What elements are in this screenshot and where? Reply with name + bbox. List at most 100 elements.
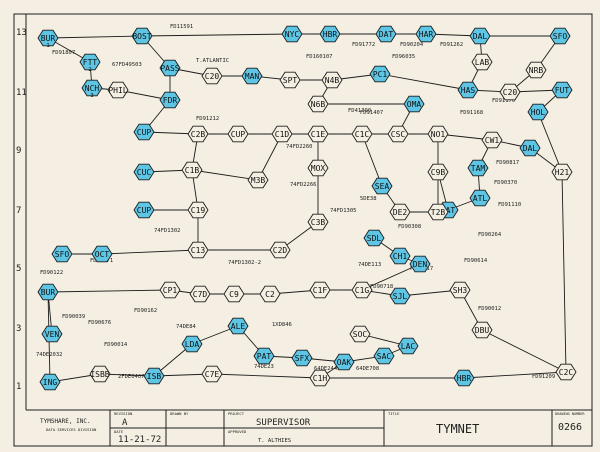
node-cw1[interactable]: CW1 [481, 131, 503, 149]
node-no1[interactable]: NO1 [427, 125, 449, 143]
node-sac[interactable]: SAC [373, 347, 395, 365]
node-oma[interactable]: OMA [403, 95, 425, 113]
node-ven[interactable]: VEN [41, 325, 63, 343]
node-label: MAN [245, 72, 260, 81]
node-c1g[interactable]: C1G [351, 281, 373, 299]
node-sfo[interactable]: SFO [549, 27, 571, 45]
node-bost[interactable]: BOST [131, 27, 153, 45]
node-pc1[interactable]: PC1 [369, 65, 391, 83]
node-cup3[interactable]: CUP [133, 201, 155, 219]
node-hexagon [389, 203, 411, 221]
node-oak[interactable]: OAK [333, 353, 355, 371]
node-cp1[interactable]: CP1 [159, 281, 181, 299]
node-t2b[interactable]: T2B [427, 203, 449, 221]
row-number: 11 [16, 88, 27, 98]
node-mox[interactable]: MOX [307, 159, 329, 177]
node-cup2[interactable]: CUP [227, 125, 249, 143]
node-c1h[interactable]: C1H [309, 369, 331, 387]
node-c19[interactable]: C19 [187, 201, 209, 219]
node-h21[interactable]: H21 [551, 163, 573, 181]
node-fut[interactable]: FUT [551, 81, 573, 99]
node-m3b[interactable]: M3B [247, 171, 269, 189]
node-sh3[interactable]: SH3 [449, 281, 471, 299]
link-label: FD90014 [104, 342, 128, 348]
node-c7d[interactable]: C7D [189, 285, 211, 303]
node-hexagon [159, 59, 181, 77]
node-hexagon [37, 283, 59, 301]
node-c9b[interactable]: C9B [427, 163, 449, 181]
node-man[interactable]: MAN [241, 67, 263, 85]
node-lac[interactable]: LAC [397, 337, 419, 355]
node-c1f[interactable]: C1F [309, 281, 331, 299]
node-ale[interactable]: ALE [227, 317, 249, 335]
node-label: HBR [323, 30, 338, 39]
node-dbu[interactable]: DBU [471, 321, 493, 339]
node-label: N4B [325, 76, 340, 85]
node-c9[interactable]: C9 [223, 285, 245, 303]
node-bur2[interactable]: BUR [37, 283, 59, 301]
node-n6b[interactable]: N6B [307, 95, 329, 113]
node-c3b[interactable]: C3B [307, 213, 329, 231]
node-sdl[interactable]: SDL [363, 229, 385, 247]
node-c1b[interactable]: C1B [181, 161, 203, 179]
link-label: 74DE2032 [36, 352, 63, 358]
node-har[interactable]: HAR [415, 25, 437, 43]
node-atl[interactable]: ATL [469, 189, 491, 207]
node-c2[interactable]: C2 [259, 285, 281, 303]
node-c2b[interactable]: C2B [187, 125, 209, 143]
node-ing[interactable]: ING [39, 373, 61, 391]
node-c1d[interactable]: C1D [271, 125, 293, 143]
node-spt[interactable]: SPT [279, 71, 301, 89]
node-c2d[interactable]: C2D [269, 241, 291, 259]
node-sfo2[interactable]: SFO [51, 245, 73, 263]
node-has[interactable]: HAS [457, 81, 479, 99]
node-isbb[interactable]: ISBB [89, 365, 111, 383]
node-c2c[interactable]: C2C [555, 363, 577, 381]
node-hbr2[interactable]: HBR [453, 369, 475, 387]
node-oct[interactable]: OCT [91, 245, 113, 263]
node-pat[interactable]: PAT [253, 347, 275, 365]
node-de2[interactable]: DE2 [389, 203, 411, 221]
node-hexagon [403, 95, 425, 113]
node-ch1[interactable]: CH1 [389, 247, 411, 265]
link-sea-c1c [361, 133, 383, 187]
node-dal[interactable]: DAL [469, 27, 491, 45]
node-sfx[interactable]: SFX [291, 349, 313, 367]
node-nyc[interactable]: NYC [281, 25, 303, 43]
node-sjl[interactable]: SJL [389, 287, 411, 305]
node-den[interactable]: DEN [409, 255, 431, 273]
node-c1e[interactable]: C1E [307, 125, 329, 143]
node-cup[interactable]: CUP [133, 123, 155, 141]
node-soc[interactable]: SOC [349, 325, 371, 343]
node-hbr[interactable]: HBR [319, 25, 341, 43]
node-phil[interactable]: PHIL [107, 81, 129, 99]
node-n4b[interactable]: N4B [321, 71, 343, 89]
title-block: TYMSHARE, INC. DATA SERVICES DIVISION RE… [26, 409, 592, 446]
node-tam[interactable]: TAM [467, 159, 489, 177]
node-dal2[interactable]: DAL [519, 139, 541, 157]
node-isb[interactable]: ISB [143, 367, 165, 385]
node-lab[interactable]: LAB [471, 53, 493, 71]
node-cuc[interactable]: CUC [133, 163, 155, 181]
node-dat[interactable]: DAT [375, 25, 397, 43]
node-csc[interactable]: CSC [387, 125, 409, 143]
node-sea[interactable]: SEA [371, 177, 393, 195]
node-hol[interactable]: HOL [527, 103, 549, 121]
link-label: FD91407 [360, 110, 383, 116]
node-c7e[interactable]: C7E [201, 365, 223, 383]
node-nrb[interactable]: NRB [525, 61, 547, 79]
node-fdr[interactable]: FDR [159, 91, 181, 109]
node-c20[interactable]: C20 [201, 67, 223, 85]
node-hexagon [89, 365, 111, 383]
node-lda[interactable]: LDA [181, 335, 203, 353]
node-label: OCT [95, 250, 110, 259]
node-c20b[interactable]: C20 [499, 83, 521, 101]
node-c1c[interactable]: C1C [351, 125, 373, 143]
node-c13[interactable]: C13 [187, 241, 209, 259]
node-pass[interactable]: PASS [159, 59, 181, 77]
node-label: C1D [275, 130, 290, 139]
node-label: NCH [85, 84, 100, 93]
